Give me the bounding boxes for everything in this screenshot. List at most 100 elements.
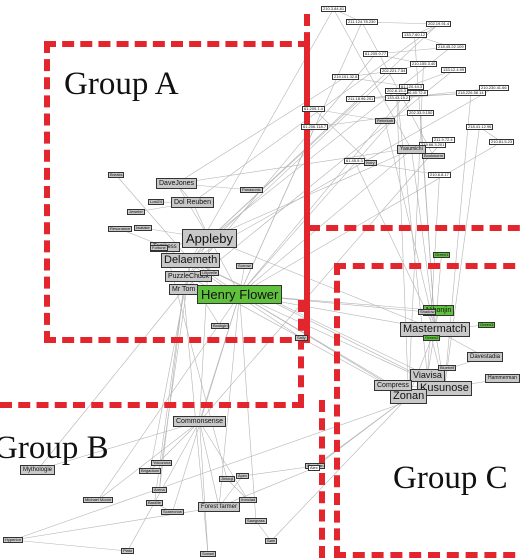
- node-n_b7[interactable]: Jiniouji: [219, 476, 236, 482]
- node-davestadia[interactable]: Davestadia: [467, 352, 504, 362]
- node-n_t22[interactable]: Yasumichi: [397, 145, 426, 154]
- node-n_t12[interactable]: 211.18.96.201: [346, 96, 376, 102]
- node-n_a4[interactable]: Panasonic: [240, 187, 263, 193]
- node-n_b10[interactable]: Sam: [265, 538, 278, 544]
- node-n_t1[interactable]: 210.3.84.81: [321, 6, 347, 12]
- node-delaemeth[interactable]: Delaemeth: [161, 253, 221, 268]
- group-b-label: Group B: [0, 430, 109, 466]
- node-mtom[interactable]: Mr Tom: [169, 284, 199, 295]
- edge-n_b7-n_b8: [226, 478, 249, 501]
- node-n_b8[interactable]: Ironclad: [239, 497, 258, 503]
- node-n_t4[interactable]: 133.7.60.12: [402, 32, 428, 38]
- node-n_a8[interactable]: Lillyvelle: [200, 270, 220, 276]
- node-hammerman[interactable]: Hammerman: [485, 374, 520, 383]
- node-n_t2[interactable]: 211.124.78.230: [346, 19, 378, 25]
- node-n_t18[interactable]: 218.41.12.96: [466, 124, 494, 130]
- edge-n_t27-zonan: [396, 90, 409, 397]
- node-n_c1[interactable]: Green1: [433, 252, 451, 258]
- node-kusunose[interactable]: Kusunose: [417, 381, 472, 396]
- node-n_a6[interactable]: Iwatake: [134, 225, 152, 231]
- node-n_l2[interactable]: Alex: [308, 465, 320, 471]
- node-n_a1[interactable]: Breaks: [108, 172, 125, 178]
- node-n_b11[interactable]: Plato: [121, 548, 135, 554]
- node-n_t7[interactable]: 210.155.3.40: [410, 61, 438, 67]
- node-n_a7[interactable]: Fortune: [150, 245, 168, 251]
- node-n_t27[interactable]: 202.8.15.3: [385, 88, 408, 94]
- node-n_a9[interactable]: Sorrow: [236, 263, 253, 269]
- node-n_c3[interactable]: Green2: [423, 335, 441, 341]
- node-n_b2[interactable]: Michael Moore: [83, 497, 114, 503]
- edge-commonsense-n_b11: [127, 421, 200, 552]
- edge-appleby-mastermatch: [209, 238, 436, 330]
- node-n_c2[interactable]: Shadow: [418, 309, 437, 315]
- node-dolreuben[interactable]: Dol Reuben: [171, 197, 214, 208]
- node-n_b6[interactable]: Scarecrow: [161, 509, 184, 515]
- node-n_t24[interactable]: 61.45.9.3: [344, 158, 365, 164]
- node-n_t30[interactable]: Rebekah: [375, 118, 396, 124]
- edge-mastermatch-n_t24: [354, 160, 436, 330]
- node-puzzle[interactable]: PuzzleChuck: [165, 271, 212, 282]
- node-n_b3[interactable]: Yokozuna: [151, 460, 173, 466]
- node-forestfarmer[interactable]: Forest farmer: [198, 502, 241, 512]
- node-n_l1[interactable]: Sonsei: [200, 551, 217, 557]
- node-n_t17[interactable]: 61.206.118.7: [301, 124, 329, 130]
- node-n_t13[interactable]: 218.226.58.14: [456, 90, 486, 96]
- edge-appleby-n_t22: [209, 149, 412, 239]
- edge-forestfarmer-n_l2: [218, 467, 315, 508]
- edge-kusunose-n_t13: [444, 92, 472, 389]
- node-n_t14[interactable]: 133.43.15.2: [385, 95, 411, 101]
- node-n_t6[interactable]: 61.205.9.77: [363, 51, 389, 57]
- node-n_t5[interactable]: 218.45.22.109: [436, 44, 466, 50]
- edge-commonsense-n_b8: [199, 421, 249, 501]
- node-n_a11[interactable]: Sally: [295, 335, 308, 341]
- node-n_t10[interactable]: 61.120.44.3: [399, 84, 425, 90]
- edge-n_t11-henry: [239, 92, 417, 295]
- node-n_b4[interactable]: Arena: [152, 487, 167, 493]
- node-n_t23[interactable]: Bookworm: [422, 153, 445, 159]
- node-n_a10[interactable]: Bookgirl: [211, 323, 230, 329]
- node-n_t8[interactable]: 202.221.7.54: [380, 68, 408, 74]
- node-n_t16[interactable]: 202.33.9.150: [407, 110, 435, 116]
- node-appleby[interactable]: Appleby: [182, 229, 237, 248]
- node-n_t26[interactable]: 133.12.4.99: [441, 67, 467, 73]
- group-b-boundary-side: [296, 300, 304, 406]
- node-henry[interactable]: Henry Flower: [197, 285, 283, 304]
- edge-henry-n_t19: [239, 141, 502, 295]
- edge-dolreuben-n_t3: [192, 23, 439, 203]
- node-n_t3[interactable]: 202.19.91.4: [426, 21, 452, 27]
- edge-forestfarmer-n_b12: [12, 506, 220, 541]
- node-n_t28[interactable]: Ivory: [364, 160, 377, 166]
- edge-henry-n_t22: [239, 149, 412, 295]
- node-n_c5[interactable]: Bluebell: [438, 365, 457, 371]
- node-compress[interactable]: Compress: [374, 380, 412, 391]
- node-n_t25[interactable]: 210.6.8.17: [428, 172, 451, 178]
- node-n_c4[interactable]: Green3: [478, 322, 496, 328]
- node-n_t19[interactable]: 210.81.5.23: [489, 139, 515, 145]
- edge-n_t1-n_t22: [333, 8, 412, 150]
- node-mythologie[interactable]: Mythologie: [20, 465, 56, 475]
- edge-commonsense-n_t20: [199, 139, 444, 422]
- node-commonsense[interactable]: Commonsense: [173, 416, 227, 427]
- node-n_a3[interactable]: Resonance: [108, 226, 133, 232]
- node-n_b12[interactable]: Hyperion: [3, 537, 24, 543]
- node-n_t15[interactable]: 210.230.41.66: [479, 85, 509, 91]
- edge-commonsense-n_b2: [97, 421, 200, 501]
- node-n_a2[interactable]: Lost24: [148, 199, 165, 205]
- edge-n_l2-zonan: [313, 396, 409, 469]
- node-n_b9[interactable]: Sawgrass: [245, 518, 267, 524]
- node-n_b5[interactable]: Bastille: [146, 500, 163, 506]
- edge-n_t25-viavisa: [427, 174, 440, 376]
- node-n_a5[interactable]: Jeweler: [127, 209, 145, 215]
- node-n_b14[interactable]: Apex: [236, 473, 250, 479]
- edge-davejones-n_t9: [176, 76, 346, 184]
- node-zonan[interactable]: Zonan: [390, 389, 428, 404]
- group-c-boundary-left: [319, 400, 327, 558]
- group-b-boundary: [0, 402, 304, 410]
- edge-n_b11-n_b12: [12, 539, 128, 552]
- edge-n_b3-n_b4: [159, 462, 162, 491]
- node-n_t29[interactable]: 61.209.1.4: [302, 106, 325, 112]
- node-n_b1[interactable]: Brigadoon: [139, 468, 162, 474]
- node-viavisa[interactable]: Viavisa: [410, 369, 445, 382]
- node-davejones[interactable]: DaveJones: [156, 178, 198, 189]
- node-n_t9[interactable]: 219.101.32.8: [332, 74, 360, 80]
